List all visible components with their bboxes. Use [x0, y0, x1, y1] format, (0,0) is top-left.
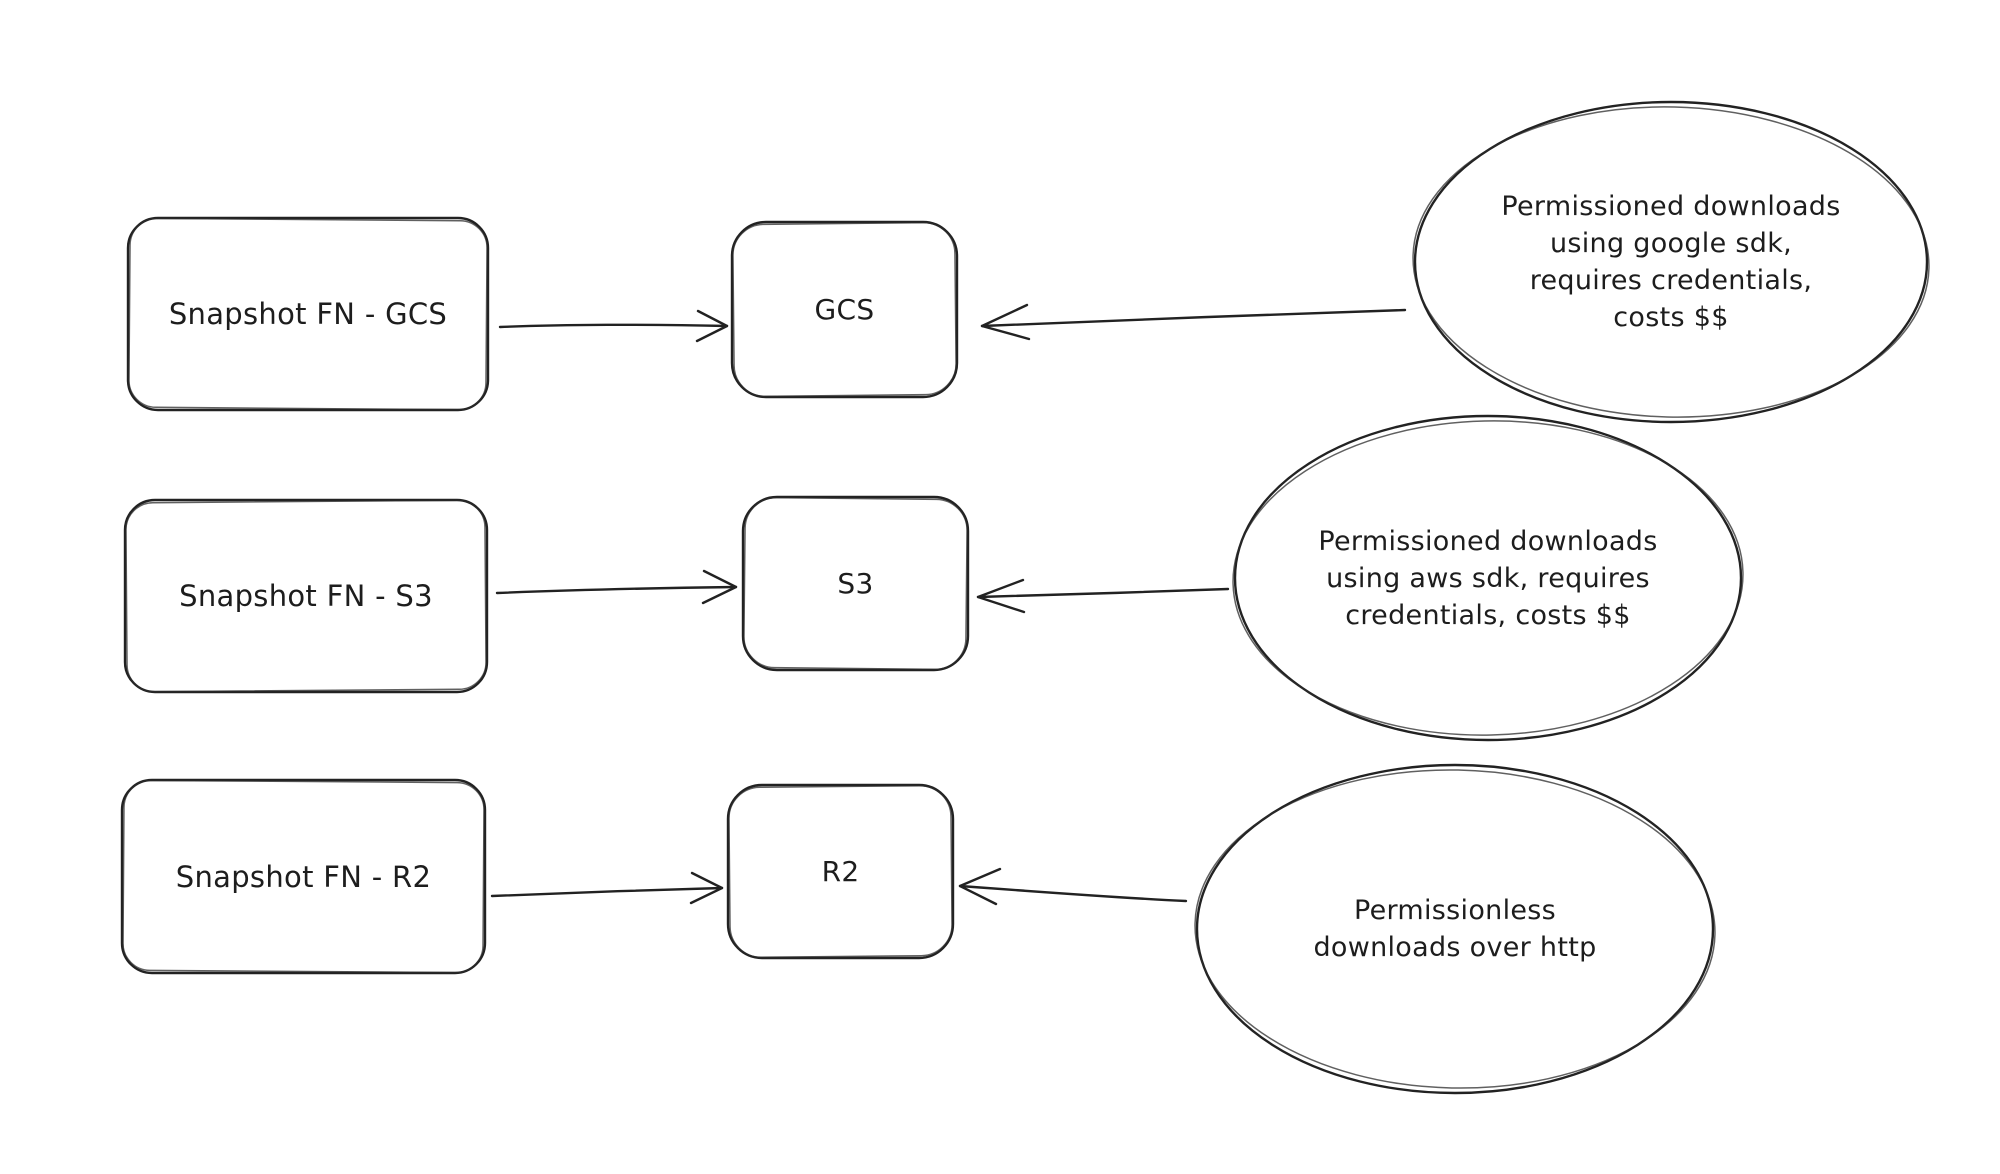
- s3-note-to-s3-arrow: [976, 578, 1230, 614]
- r2-note-to-r2-arrow: [958, 867, 1188, 906]
- snapshot-fn-s3-to-s3-arrow: [495, 569, 738, 605]
- snapshot-fn-r2-to-r2-arrow: [490, 871, 724, 905]
- snapshot-fn-s3-box-shape: [123, 498, 489, 694]
- snapshot-fn-gcs-to-gcs-arrow: [498, 309, 729, 343]
- snapshot-fn-r2-box-shape: [120, 778, 487, 975]
- gcs-note-ellipse-shape: [1412, 100, 1930, 424]
- r2-note-ellipse-shape: [1194, 763, 1716, 1095]
- s3-note-ellipse-shape: [1232, 414, 1744, 742]
- snapshot-fn-gcs-box-shape: [126, 216, 490, 412]
- gcs-note-to-gcs-arrow: [980, 303, 1407, 341]
- gcs-box-shape: [730, 220, 959, 399]
- s3-box-shape: [741, 495, 970, 672]
- r2-box-shape: [726, 783, 955, 960]
